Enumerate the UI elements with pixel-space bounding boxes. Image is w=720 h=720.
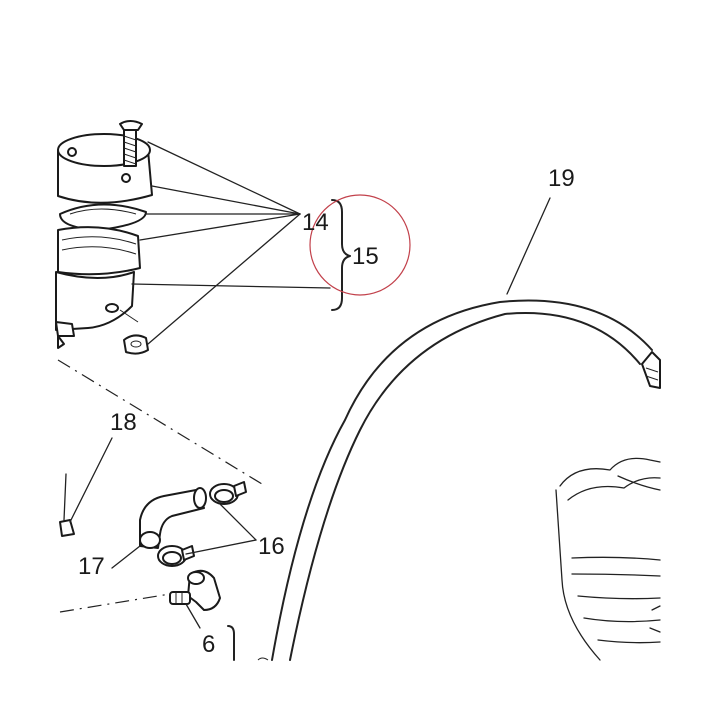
leader-line-16b <box>185 539 257 555</box>
label-15: 15 <box>352 243 379 270</box>
leader-line-16a <box>219 503 257 541</box>
label-16: 16 <box>258 533 285 560</box>
leader-lines-14 <box>139 141 301 345</box>
highlight-circle <box>309 194 411 296</box>
brace-15 <box>331 199 351 311</box>
label-14: 14 <box>302 209 329 236</box>
engine-component <box>555 457 661 661</box>
leader-line-18 <box>69 437 113 523</box>
leader-line-6 <box>185 603 201 629</box>
nut <box>123 334 149 355</box>
pin <box>119 309 139 323</box>
label-6: 6 <box>202 631 215 658</box>
clip-upper <box>209 481 247 505</box>
label-17: 17 <box>78 553 105 580</box>
leader-line-17 <box>111 545 141 569</box>
brace-6 <box>227 625 235 661</box>
leader-line-19 <box>506 197 551 295</box>
clip-lower <box>157 545 195 567</box>
dash-dot-line-lower <box>59 593 171 613</box>
label-18: 18 <box>110 409 137 436</box>
leader-line-15 <box>131 283 331 289</box>
dash-dot-line <box>57 359 263 485</box>
hose-19 <box>271 299 661 661</box>
label-19: 19 <box>548 165 575 192</box>
fitting-6 <box>169 569 221 611</box>
fitting-18 <box>59 473 75 537</box>
fragment <box>257 657 269 661</box>
elbow-hose-17 <box>139 487 207 549</box>
filter-assembly <box>55 120 153 349</box>
